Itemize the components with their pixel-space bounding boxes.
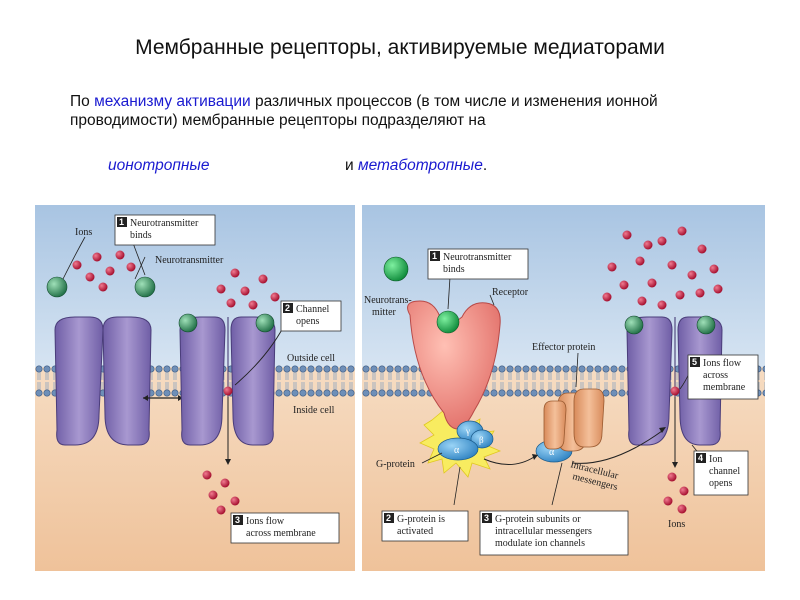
- svg-text:G-protein is: G-protein is: [397, 514, 445, 525]
- svg-text:activated: activated: [397, 526, 433, 537]
- ionotropic-label: ионотропные: [108, 157, 210, 174]
- neurotransmitter-label-1: Neurotrans-: [364, 295, 412, 306]
- ionotropic-diagram: Ions Neurotransmitter 1 Neurotransmitter…: [35, 205, 355, 571]
- effector-protein-label: Effector protein: [532, 342, 595, 353]
- svg-text:opens: opens: [709, 478, 732, 489]
- receptor-types: и метаботропные.: [345, 157, 487, 175]
- alpha-label: α: [454, 445, 460, 456]
- neurotransmitter-molecule: [134, 276, 156, 298]
- svg-text:3: 3: [235, 515, 240, 525]
- closed-channel: [54, 316, 152, 446]
- svg-text:4: 4: [698, 453, 703, 463]
- neurotransmitter-molecule: [46, 276, 68, 298]
- svg-text:Ion: Ion: [709, 454, 722, 465]
- svg-text:modulate ion channels: modulate ion channels: [495, 538, 585, 549]
- bound-neurotransmitter: [436, 310, 460, 334]
- step2-callout: 2 Channel opens: [280, 300, 342, 332]
- svg-text:opens: opens: [296, 316, 319, 327]
- svg-text:Ions flow: Ions flow: [246, 516, 285, 527]
- receptor-label: Receptor: [492, 287, 529, 298]
- svg-text:1: 1: [432, 251, 437, 261]
- gamma-label: γ: [465, 426, 470, 436]
- intro-paragraph: По механизму активации различных процесс…: [70, 92, 710, 130]
- conjunction: и: [345, 157, 354, 174]
- step4-callout: 4 Ion channel opens: [693, 450, 749, 496]
- ion-in-channel: [223, 386, 233, 396]
- svg-text:1: 1: [119, 217, 124, 227]
- svg-text:Channel: Channel: [296, 304, 330, 315]
- slide-title: Мембранные рецепторы, активируемые медиа…: [135, 36, 665, 59]
- svg-text:3: 3: [484, 513, 489, 523]
- effector-protein: [543, 388, 605, 452]
- svg-text:binds: binds: [443, 264, 465, 275]
- step5-callout: 5 Ions flow across membrane: [687, 354, 759, 400]
- ions-outside: [72, 250, 280, 310]
- open-channel: [179, 316, 276, 446]
- channel-modulator: [624, 315, 644, 335]
- receptor-protein: [407, 300, 501, 430]
- svg-text:G-protein subunits or: G-protein subunits or: [495, 514, 581, 525]
- ion-in-channel: [670, 386, 680, 396]
- step2-callout: 2 G-protein is activated: [381, 510, 469, 542]
- alpha-subunit-label: α: [549, 447, 555, 458]
- bound-neurotransmitter: [178, 313, 198, 333]
- step1-callout: 1 Neurotransmitter binds: [427, 248, 529, 280]
- intro-highlight: механизму активации: [94, 93, 251, 110]
- svg-text:2: 2: [285, 303, 290, 313]
- svg-text:Ions flow: Ions flow: [703, 358, 742, 369]
- step3-callout: 3 Ions flow across membrane: [230, 512, 340, 544]
- period: .: [482, 157, 488, 174]
- g-protein-label: G-protein: [376, 459, 415, 470]
- svg-text:across membrane: across membrane: [246, 528, 316, 539]
- metabotropic-label: метаботропные: [357, 157, 483, 174]
- g-protein: γ β α: [437, 420, 494, 461]
- svg-text:across: across: [703, 370, 728, 381]
- svg-text:Neurotransmitter: Neurotransmitter: [443, 252, 512, 263]
- outside-cell-label: Outside cell: [287, 353, 335, 364]
- svg-text:channel: channel: [709, 466, 740, 477]
- beta-label: β: [479, 435, 484, 445]
- intro-before: По: [70, 93, 95, 110]
- svg-text:membrane: membrane: [703, 382, 746, 393]
- svg-text:2: 2: [386, 513, 391, 523]
- intro-after: различных процессов (в том числе и измен…: [70, 93, 658, 129]
- messenger-arrow: [571, 430, 663, 464]
- neurotransmitter-label-2: mitter: [372, 307, 397, 318]
- metabotropic-diagram: γ β α α Neuro: [362, 205, 765, 571]
- neurotransmitter-label: Neurotransmitter: [155, 255, 224, 266]
- svg-text:intracellular messengers: intracellular messengers: [495, 526, 592, 537]
- free-neurotransmitter: [383, 256, 409, 282]
- ions-label: Ions: [668, 519, 685, 530]
- svg-text:binds: binds: [130, 230, 152, 241]
- channel-modulator: [696, 315, 716, 335]
- ions-label: Ions: [75, 227, 92, 238]
- bound-neurotransmitter: [255, 313, 275, 333]
- svg-text:Neurotransmitter: Neurotransmitter: [130, 218, 199, 229]
- messenger-arrow: [483, 456, 535, 465]
- ions-outside: [602, 226, 723, 310]
- inside-cell-label: Inside cell: [293, 405, 335, 416]
- step3-callout: 3 G-protein subunits or intracellular me…: [479, 510, 629, 556]
- step1-callout: 1 Neurotransmitter binds: [114, 214, 216, 246]
- svg-text:5: 5: [692, 357, 697, 367]
- ions-inside: [663, 472, 689, 514]
